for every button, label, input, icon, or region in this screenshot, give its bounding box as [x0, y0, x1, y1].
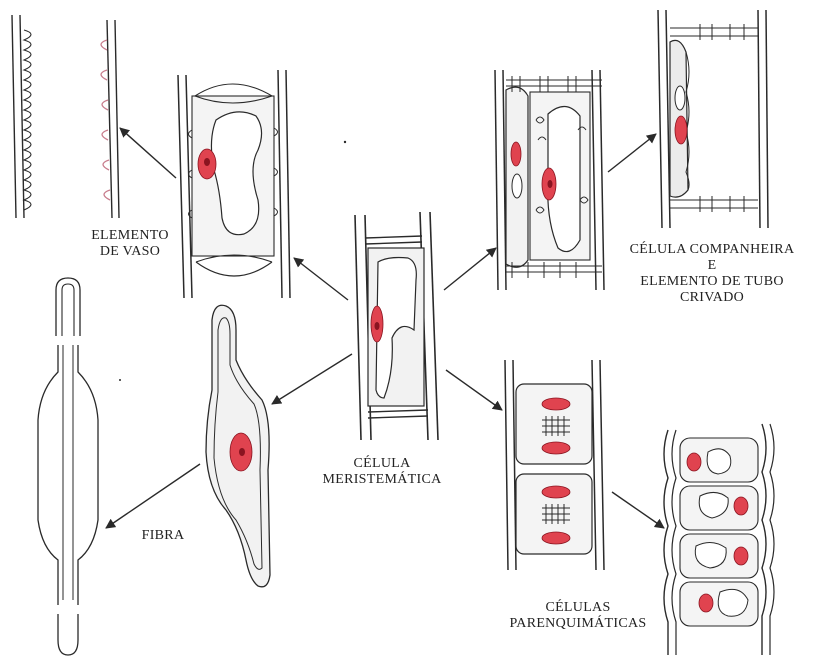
- parenchyma-mature: [664, 424, 774, 655]
- arrow-to-parenchyma: [446, 370, 502, 410]
- arrow-to-vessel-wall: [120, 128, 176, 178]
- speck: [119, 379, 121, 381]
- parenchyma-dividing: [505, 360, 604, 570]
- vessel-element: [178, 70, 290, 298]
- label-fibra: FIBRA: [128, 528, 198, 544]
- sieve-tube-mature: [658, 10, 768, 228]
- label-celula-meristematica: CÉLULA MERISTEMÁTICA: [322, 456, 442, 488]
- arrow-to-companion-cell: [444, 248, 496, 290]
- arrow-to-developing-fiber: [272, 354, 352, 404]
- arrow-to-fiber: [106, 464, 200, 528]
- arrow-to-vessel-element: [294, 258, 348, 300]
- meristematic-cell: [355, 212, 438, 440]
- arrow-to-mature-parenchyma: [612, 492, 664, 528]
- arrow-to-mature-sieve-tube: [608, 134, 656, 172]
- label-elemento-de-vaso: ELEMENTO DE VASO: [82, 228, 178, 260]
- fiber-developing: [206, 305, 270, 587]
- label-celulas-parenquimaticas: CÉLULAS PARENQUIMÁTICAS: [488, 600, 668, 632]
- speck: [344, 141, 346, 143]
- label-celula-companheira-elemento-tubo-crivado: CÉLULA COMPANHEIRA E ELEMENTO DE TUBO CR…: [612, 242, 812, 306]
- fiber-long: [38, 278, 98, 655]
- companion-cell-sieve-tube-developing: [495, 70, 604, 290]
- vessel-wall-detail: [12, 15, 119, 218]
